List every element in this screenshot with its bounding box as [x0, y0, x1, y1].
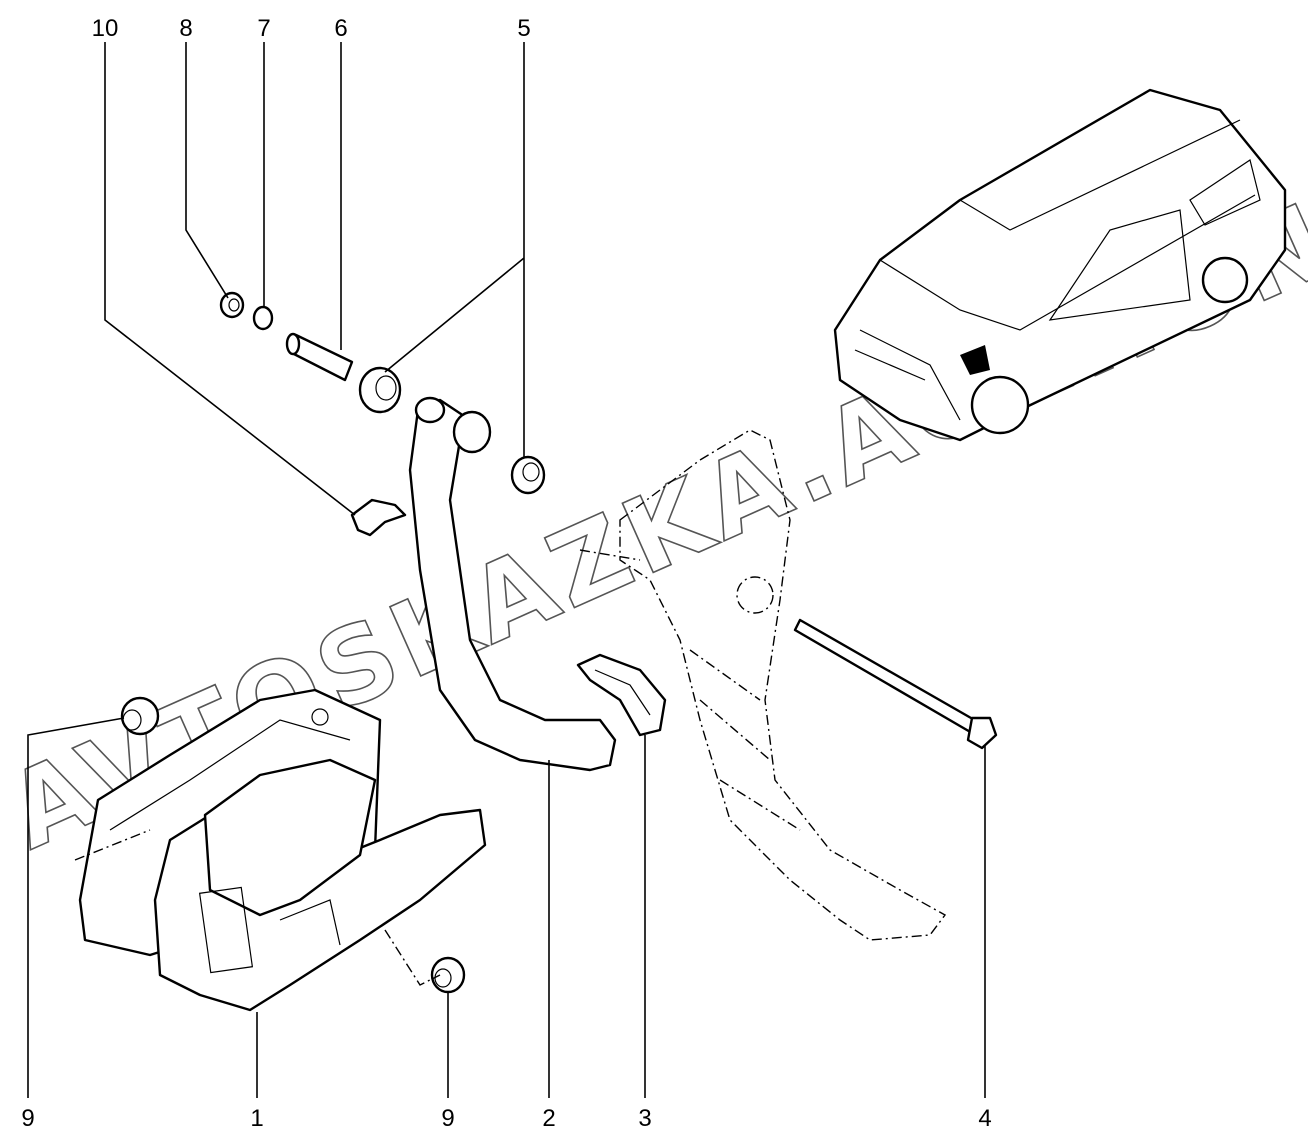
part-1-bracket	[78, 688, 487, 1012]
leader-lines	[27, 42, 986, 1098]
callout-4: 4	[978, 1105, 991, 1132]
callout-5: 5	[517, 15, 530, 42]
part-5-bushing-lower	[510, 455, 546, 495]
callout-10: 10	[92, 15, 119, 42]
part-9-nut-lower	[430, 956, 466, 994]
callout-9-middle: 9	[441, 1105, 454, 1132]
part-5-bushing-upper	[358, 366, 402, 414]
accelerator-pedal-outline	[579, 429, 947, 941]
part-3-pedal-pad	[576, 653, 667, 737]
part-4-bolt	[793, 618, 998, 750]
callout-9-left: 9	[21, 1105, 34, 1132]
part-8-nut	[219, 291, 245, 319]
callout-8: 8	[179, 15, 192, 42]
callout-1: 1	[250, 1105, 263, 1132]
callout-3: 3	[638, 1105, 651, 1132]
part-7-washer	[252, 305, 274, 331]
vehicle-locator-image	[833, 88, 1287, 442]
assembly-axis-line	[384, 929, 441, 986]
callout-7: 7	[257, 15, 270, 42]
callout-6: 6	[334, 15, 347, 42]
callouts: 10 8 7 6 5 9 1 9 2 3 4	[21, 15, 991, 1132]
part-9-nut-upper	[120, 696, 160, 736]
part-6-sleeve	[285, 332, 354, 382]
callout-2: 2	[542, 1105, 555, 1132]
part-10-clip	[350, 498, 407, 537]
assembly-axis-line	[74, 829, 151, 861]
part-2-pedal-lever	[408, 396, 617, 772]
